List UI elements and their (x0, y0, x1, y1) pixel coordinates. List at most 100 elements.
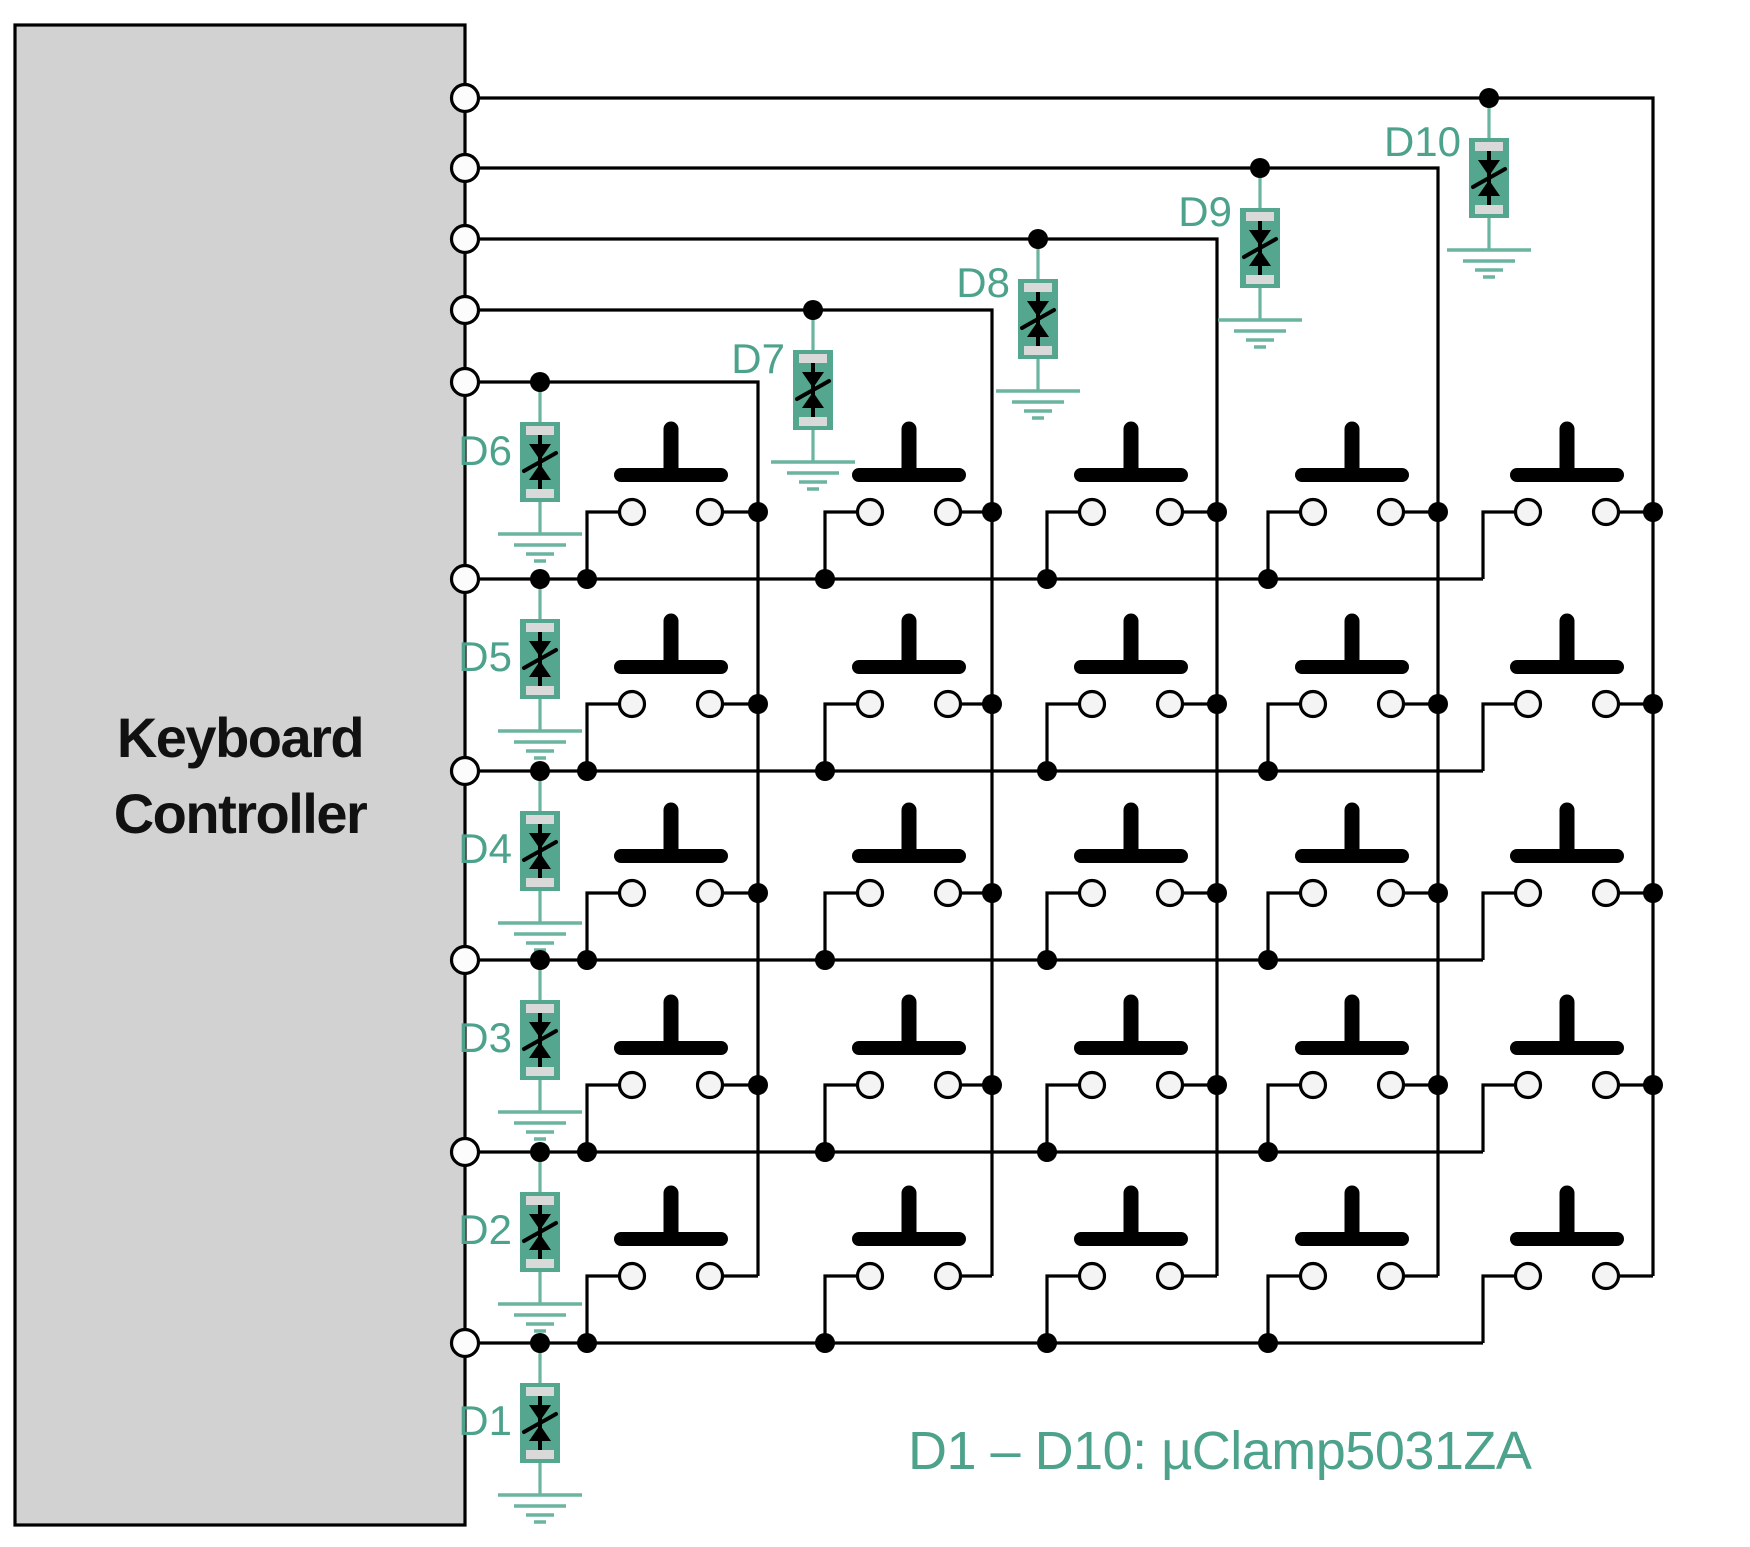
switch-contact-right (1591, 878, 1621, 908)
junction-dot (982, 883, 1002, 903)
diode-band (1475, 142, 1503, 151)
tvs-diode-D8: D8 (956, 239, 1080, 420)
switch-left-wire (585, 1274, 632, 1343)
junction-dot (577, 761, 597, 781)
tvs-zener-bar (522, 451, 558, 473)
tvs-triangle-icon (802, 392, 824, 408)
switch-left-wire (1045, 1083, 1092, 1152)
junction-dot (1028, 229, 1048, 249)
tvs-zener-bar (1242, 237, 1278, 259)
junction-dot (530, 761, 550, 781)
switch-r2-c5 (1481, 613, 1653, 771)
junction-dot (1037, 569, 1057, 589)
diode-band (799, 417, 827, 426)
switch-r4-c3 (1045, 994, 1217, 1152)
diode-band (1246, 275, 1274, 284)
switch-contact-left (1077, 1261, 1107, 1291)
diode-band (526, 686, 554, 695)
tvs-diode-D3: D3 (458, 960, 582, 1141)
junction-dot (748, 694, 768, 714)
switch-r3-c2 (823, 802, 992, 960)
terminal-pin-9 (449, 1136, 481, 1168)
tvs-triangle-icon (529, 641, 551, 657)
switch-contact-left (1077, 689, 1107, 719)
junction-dot (1250, 158, 1270, 178)
tvs-zener-bar (522, 648, 558, 670)
switch-r5-c5 (1481, 1185, 1653, 1343)
switch-r4-c1 (585, 994, 758, 1152)
diode-band (1024, 283, 1052, 292)
tvs-triangle-icon (529, 444, 551, 460)
controller-label-line1: Keyboard (116, 706, 365, 769)
switch-left-wire (1045, 891, 1092, 960)
switch-contact-left (855, 1070, 885, 1100)
junction-dot (1037, 950, 1057, 970)
junction-dot (577, 569, 597, 589)
junction-dot (1037, 761, 1057, 781)
junction-dot (1207, 1075, 1227, 1095)
diode-band (526, 489, 554, 498)
switch-contact-right (933, 878, 963, 908)
switch-left-wire (1481, 702, 1528, 771)
junction-dot (530, 1142, 550, 1162)
tvs-triangle-icon (529, 853, 551, 869)
tvs-triangle-icon (1249, 250, 1271, 266)
junction-dot (982, 694, 1002, 714)
tvs-triangle-icon (529, 1214, 551, 1230)
switch-left-wire (823, 702, 870, 771)
junction-dot (982, 502, 1002, 522)
switch-contact-right (1591, 497, 1621, 527)
switch-contact-right (1376, 1261, 1406, 1291)
diode-label-D1: D1 (458, 1397, 512, 1444)
switch-left-wire (823, 1083, 870, 1152)
tvs-triangle-icon (529, 464, 551, 480)
junction-dot (1643, 502, 1663, 522)
diode-label-D3: D3 (458, 1014, 512, 1061)
switch-contact-left (617, 878, 647, 908)
junction-dot (1643, 694, 1663, 714)
tvs-zener-bar (522, 1412, 558, 1434)
column-line-2 (465, 166, 1440, 1276)
switch-contact-right (695, 689, 725, 719)
switch-r5-c2 (823, 1185, 992, 1343)
tvs-triangle-icon (529, 1022, 551, 1038)
switch-contact-right (1376, 497, 1406, 527)
diode-label-D10: D10 (1384, 118, 1461, 165)
junction-dot (1258, 761, 1278, 781)
switch-contact-left (1298, 878, 1328, 908)
diode-band (526, 1196, 554, 1205)
tvs-triangle-icon (529, 1425, 551, 1441)
switch-contact-left (1513, 1070, 1543, 1100)
terminal-pin-10 (449, 1327, 481, 1359)
diode-label-D9: D9 (1178, 188, 1232, 235)
junction-dot (748, 502, 768, 522)
switch-r5-c4 (1266, 1185, 1438, 1343)
diode-label-D5: D5 (458, 633, 512, 680)
junction-dot (1258, 569, 1278, 589)
terminal-pin-6 (449, 563, 481, 595)
junction-dot (577, 950, 597, 970)
switch-r3-c3 (1045, 802, 1217, 960)
switch-left-wire (1481, 891, 1528, 960)
junction-dot (982, 1075, 1002, 1095)
junction-dot (1207, 502, 1227, 522)
tvs-triangle-icon (529, 661, 551, 677)
junction-dot (530, 950, 550, 970)
switch-r2-c4 (1266, 613, 1438, 771)
junction-dot (577, 1142, 597, 1162)
tvs-triangle-icon (1027, 321, 1049, 337)
diode-label-D7: D7 (731, 335, 785, 382)
switch-contact-right (1591, 1261, 1621, 1291)
terminal-pin-2 (449, 152, 481, 184)
tvs-diode-D5: D5 (458, 579, 582, 760)
junction-dot (577, 1333, 597, 1353)
switch-contact-right (1591, 1070, 1621, 1100)
junction-dot (1258, 1142, 1278, 1162)
controller-label-line2: Controller (113, 782, 368, 845)
switch-r3-c5 (1481, 802, 1653, 960)
tvs-zener-bar (522, 1029, 558, 1051)
diode-part-caption: D1 – D10: µClamp5031ZA (908, 1421, 1532, 1481)
switch-contact-left (1298, 1261, 1328, 1291)
switch-contact-right (1155, 1261, 1185, 1291)
